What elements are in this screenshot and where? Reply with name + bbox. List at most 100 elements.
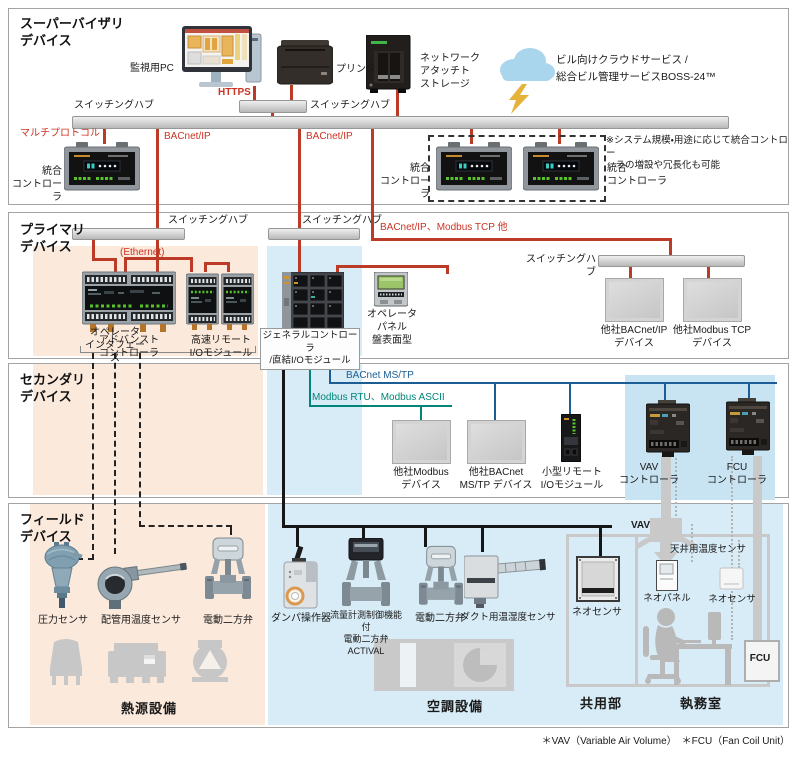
air-handling-unit-silhouette: [374, 639, 514, 691]
mstp-bus: [329, 382, 777, 384]
monitoring-pc-label: 監視用PC: [130, 63, 174, 74]
neo-panel-label: ネオパネル: [643, 593, 691, 604]
other-bacnet-ip-device-illustration: [605, 278, 664, 322]
other-modbus-label: 他社Modbus デバイス: [393, 467, 449, 492]
line-opif-h: [92, 258, 117, 261]
bacnet-ip-label-1: BACnet/IP: [164, 131, 211, 142]
line-to-right-hub: [669, 238, 672, 256]
modbus-rtu-label: Modbus RTU、Modbus ASCII: [312, 392, 445, 403]
dashed-drop-3: [139, 353, 141, 527]
pipe-temp-sensor-label: 配管用温度センサ: [101, 615, 181, 626]
bacnet-mstp-label: BACnet MS/TP: [346, 370, 414, 381]
switching-hub-primary-right: [598, 255, 745, 267]
other-bacnet-ip-label: 他社BACnet/IP デバイス: [600, 325, 668, 350]
drop-neo-sensor-common: [599, 525, 602, 558]
vav-diffuser-illustration: [636, 518, 696, 566]
line-ethernet-h2: [204, 262, 230, 265]
ethernet-label: (Ethernet): [120, 247, 165, 258]
nas-illustration: [366, 35, 411, 93]
cooling-tower-silhouette: [50, 639, 82, 685]
line-ethernet-stub3: [204, 262, 207, 272]
damper-actuator-illustration: [283, 545, 318, 609]
bacnet-ip-label-2: BACnet/IP: [306, 131, 353, 142]
neo-sensor-office-label: ネオセンサ: [708, 594, 756, 605]
operator-interface-label: オペレータ インタフェース: [85, 327, 145, 365]
advanced-controller-label: アドバンスト コントローラ: [98, 335, 160, 360]
dashed-stub-valve: [230, 525, 232, 535]
pressure-sensor-illustration: [44, 542, 83, 608]
zone-heat-label: 熱源設備: [120, 701, 177, 716]
main-network-bus: [72, 116, 729, 129]
line-bacnet-left-drop: [156, 127, 159, 229]
line-ethernet-stub4: [227, 262, 230, 272]
line-panel-h: [336, 265, 449, 268]
line-right-drop-vertical: [371, 127, 374, 240]
valve-hvac-label: 電動二方弁: [415, 613, 465, 624]
https-label: HTTPS: [218, 87, 251, 98]
line-bacnet-center-drop: [298, 127, 301, 229]
fcu-controller-illustration: [726, 398, 770, 456]
other-modbus-tcp-device-illustration: [683, 278, 742, 322]
line-hub-to-advanced: [156, 238, 159, 272]
lightning-bolt-icon: [509, 84, 529, 114]
line-ethernet-stub2: [190, 257, 193, 272]
integrated-controller-2-label: 統合 コントローラ: [380, 163, 430, 201]
room-divider-wall: [635, 534, 638, 687]
line-nas-to-bus: [396, 88, 399, 118]
line-ethernet-h1: [124, 257, 193, 260]
drop-valve-hvac: [424, 525, 427, 547]
vav-duct: [661, 456, 671, 518]
dashed-h-to-pressure: [66, 558, 94, 560]
ceiling-temp-sensor-label: 天井用温度センサ: [670, 544, 747, 555]
line-hub-to-other-modbus: [707, 265, 710, 279]
hub-label-sup-left: スイッチングハブ: [74, 100, 154, 111]
other-bacnet-mstp-label: 他社BACnet MS/TP デバイス: [459, 467, 533, 492]
nas-label: ネットワーク アタッチト ストレージ: [420, 53, 480, 91]
general-controller-illustration: [282, 272, 344, 330]
modbus-rtu-drop: [309, 356, 311, 407]
protocol-right-label: BACnet/IP、Modbus TCP 他: [380, 222, 508, 233]
printer-illustration: [277, 40, 333, 85]
mstp-drop-vav-controller: [664, 382, 666, 401]
chiller-silhouette: [108, 643, 166, 683]
fcu-label: FCU: [749, 653, 771, 664]
tint-peach-secondary: [33, 364, 263, 495]
integrated-controller-3-label: 統合 コントローラ: [607, 163, 667, 188]
cloud-icon: [500, 48, 555, 81]
line-opif-v1: [92, 238, 95, 260]
line-general-field-drop: [282, 356, 285, 528]
general-controller-label: ジェネラルコントローラ /直結I/Oモジュール: [260, 328, 360, 370]
hub-label-pri-right: スイッチングハブ: [526, 254, 596, 279]
line-right-horizontal: [371, 238, 672, 241]
fcu-controller-label: FCU コントローラ: [707, 462, 767, 487]
line-panel-stub1: [336, 265, 339, 275]
damper-actuator-label: ダンパ操作器: [271, 613, 331, 624]
high-speed-io-label: 高速リモート I/Oモジュール: [189, 335, 253, 360]
primary-title: プライマリ デバイス: [20, 222, 86, 254]
line-printer-to-hub: [290, 85, 293, 102]
secondary-title: セカンダリ デバイス: [20, 372, 86, 404]
dashed-h-to-valve: [139, 525, 232, 527]
integrated-controller-3-illustration: [523, 142, 599, 192]
cloud-service-label: ビル向けクラウドサービス / 総合ビル管理サービスBOSS-24™: [556, 54, 716, 84]
dashed-drop-2: [114, 353, 116, 554]
dashed-drop-1: [92, 353, 94, 560]
redundancy-note: ※システム規模・用途に応じて統合コントロー ラの増設や冗長化も可能: [606, 135, 788, 172]
fcu-unit-box: [744, 640, 780, 682]
field-bus: [282, 525, 612, 528]
drop-duct-sensor: [481, 525, 484, 552]
high-speed-io-module-2-illustration: [221, 272, 254, 330]
modbus-rtu-bus: [309, 405, 452, 407]
line-hub-to-other-bacnet: [629, 265, 632, 279]
small-io-label: 小型リモート I/Oモジュール: [540, 467, 604, 492]
mstp-drop-other-bacnet: [494, 382, 496, 421]
footer-abbreviations: ＊VAV（Variable Air Volume） ＊FCU（Fan Coil …: [541, 736, 790, 747]
integrated-controller-1-illustration: [64, 142, 140, 192]
pressure-sensor-label: 圧力センサ: [38, 615, 88, 626]
operator-panel-label: オペレータ パネル 盤表面型: [367, 309, 417, 347]
switching-hub-top: [239, 100, 307, 113]
field-title: フィールド デバイス: [20, 512, 85, 544]
integrated-controller-1-label: 統合 コントローラ: [12, 166, 62, 204]
switching-hub-primary-center: [268, 228, 360, 240]
